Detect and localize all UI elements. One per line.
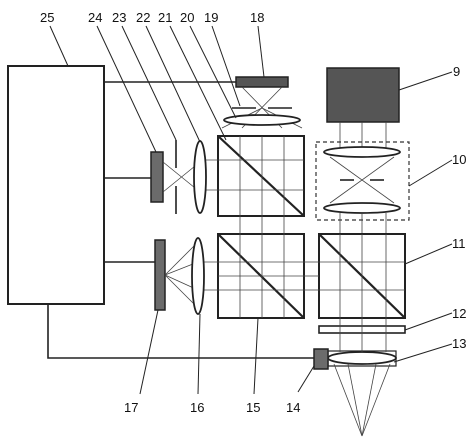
rays-right-middle — [339, 213, 387, 234]
beam-splitter-15 — [217, 233, 305, 319]
light-source-9 — [326, 67, 400, 123]
beam-expander-10 — [315, 141, 410, 221]
lens-20 — [223, 114, 301, 126]
label-25: 25 — [40, 10, 54, 25]
beam-expander-lens-top — [323, 146, 401, 158]
actuator-14 — [313, 348, 329, 370]
leader-lines — [49, 25, 453, 395]
label-19: 19 — [204, 10, 218, 25]
label-22: 22 — [136, 10, 150, 25]
lens-16 — [191, 237, 205, 315]
beam-expander-rays — [329, 156, 395, 204]
label-18: 18 — [250, 10, 264, 25]
label-20: 20 — [180, 10, 194, 25]
beam-splitter-21 — [217, 135, 305, 217]
wires — [47, 81, 314, 359]
rays-middle — [162, 159, 218, 193]
label-10: 10 — [452, 152, 466, 167]
label-12: 12 — [452, 306, 466, 321]
label-21: 21 — [158, 10, 172, 25]
rays-between-cubes — [239, 216, 285, 234]
label-11: 11 — [452, 236, 466, 251]
label-15: 15 — [246, 400, 260, 415]
labels: 9 10 11 12 13 14 15 16 17 18 19 20 21 22… — [40, 10, 466, 415]
label-9: 9 — [453, 64, 460, 79]
label-13: 13 — [452, 336, 466, 351]
label-24: 24 — [88, 10, 102, 25]
focus-cone — [333, 318, 391, 437]
label-16: 16 — [190, 400, 204, 415]
rays-right-top — [339, 122, 387, 148]
rays-between-15-11 — [304, 261, 319, 291]
lens-22 — [193, 140, 207, 214]
label-23: 23 — [112, 10, 126, 25]
objective-lens-13 — [327, 351, 397, 365]
beam-expander-lens-bottom — [323, 202, 401, 214]
detector-24 — [150, 151, 164, 203]
label-14: 14 — [286, 400, 300, 415]
detector-18 — [235, 76, 289, 88]
label-17: 17 — [124, 400, 138, 415]
controller-box-25 — [7, 65, 105, 305]
detector-17 — [154, 239, 166, 311]
beam-splitter-11 — [318, 233, 406, 319]
